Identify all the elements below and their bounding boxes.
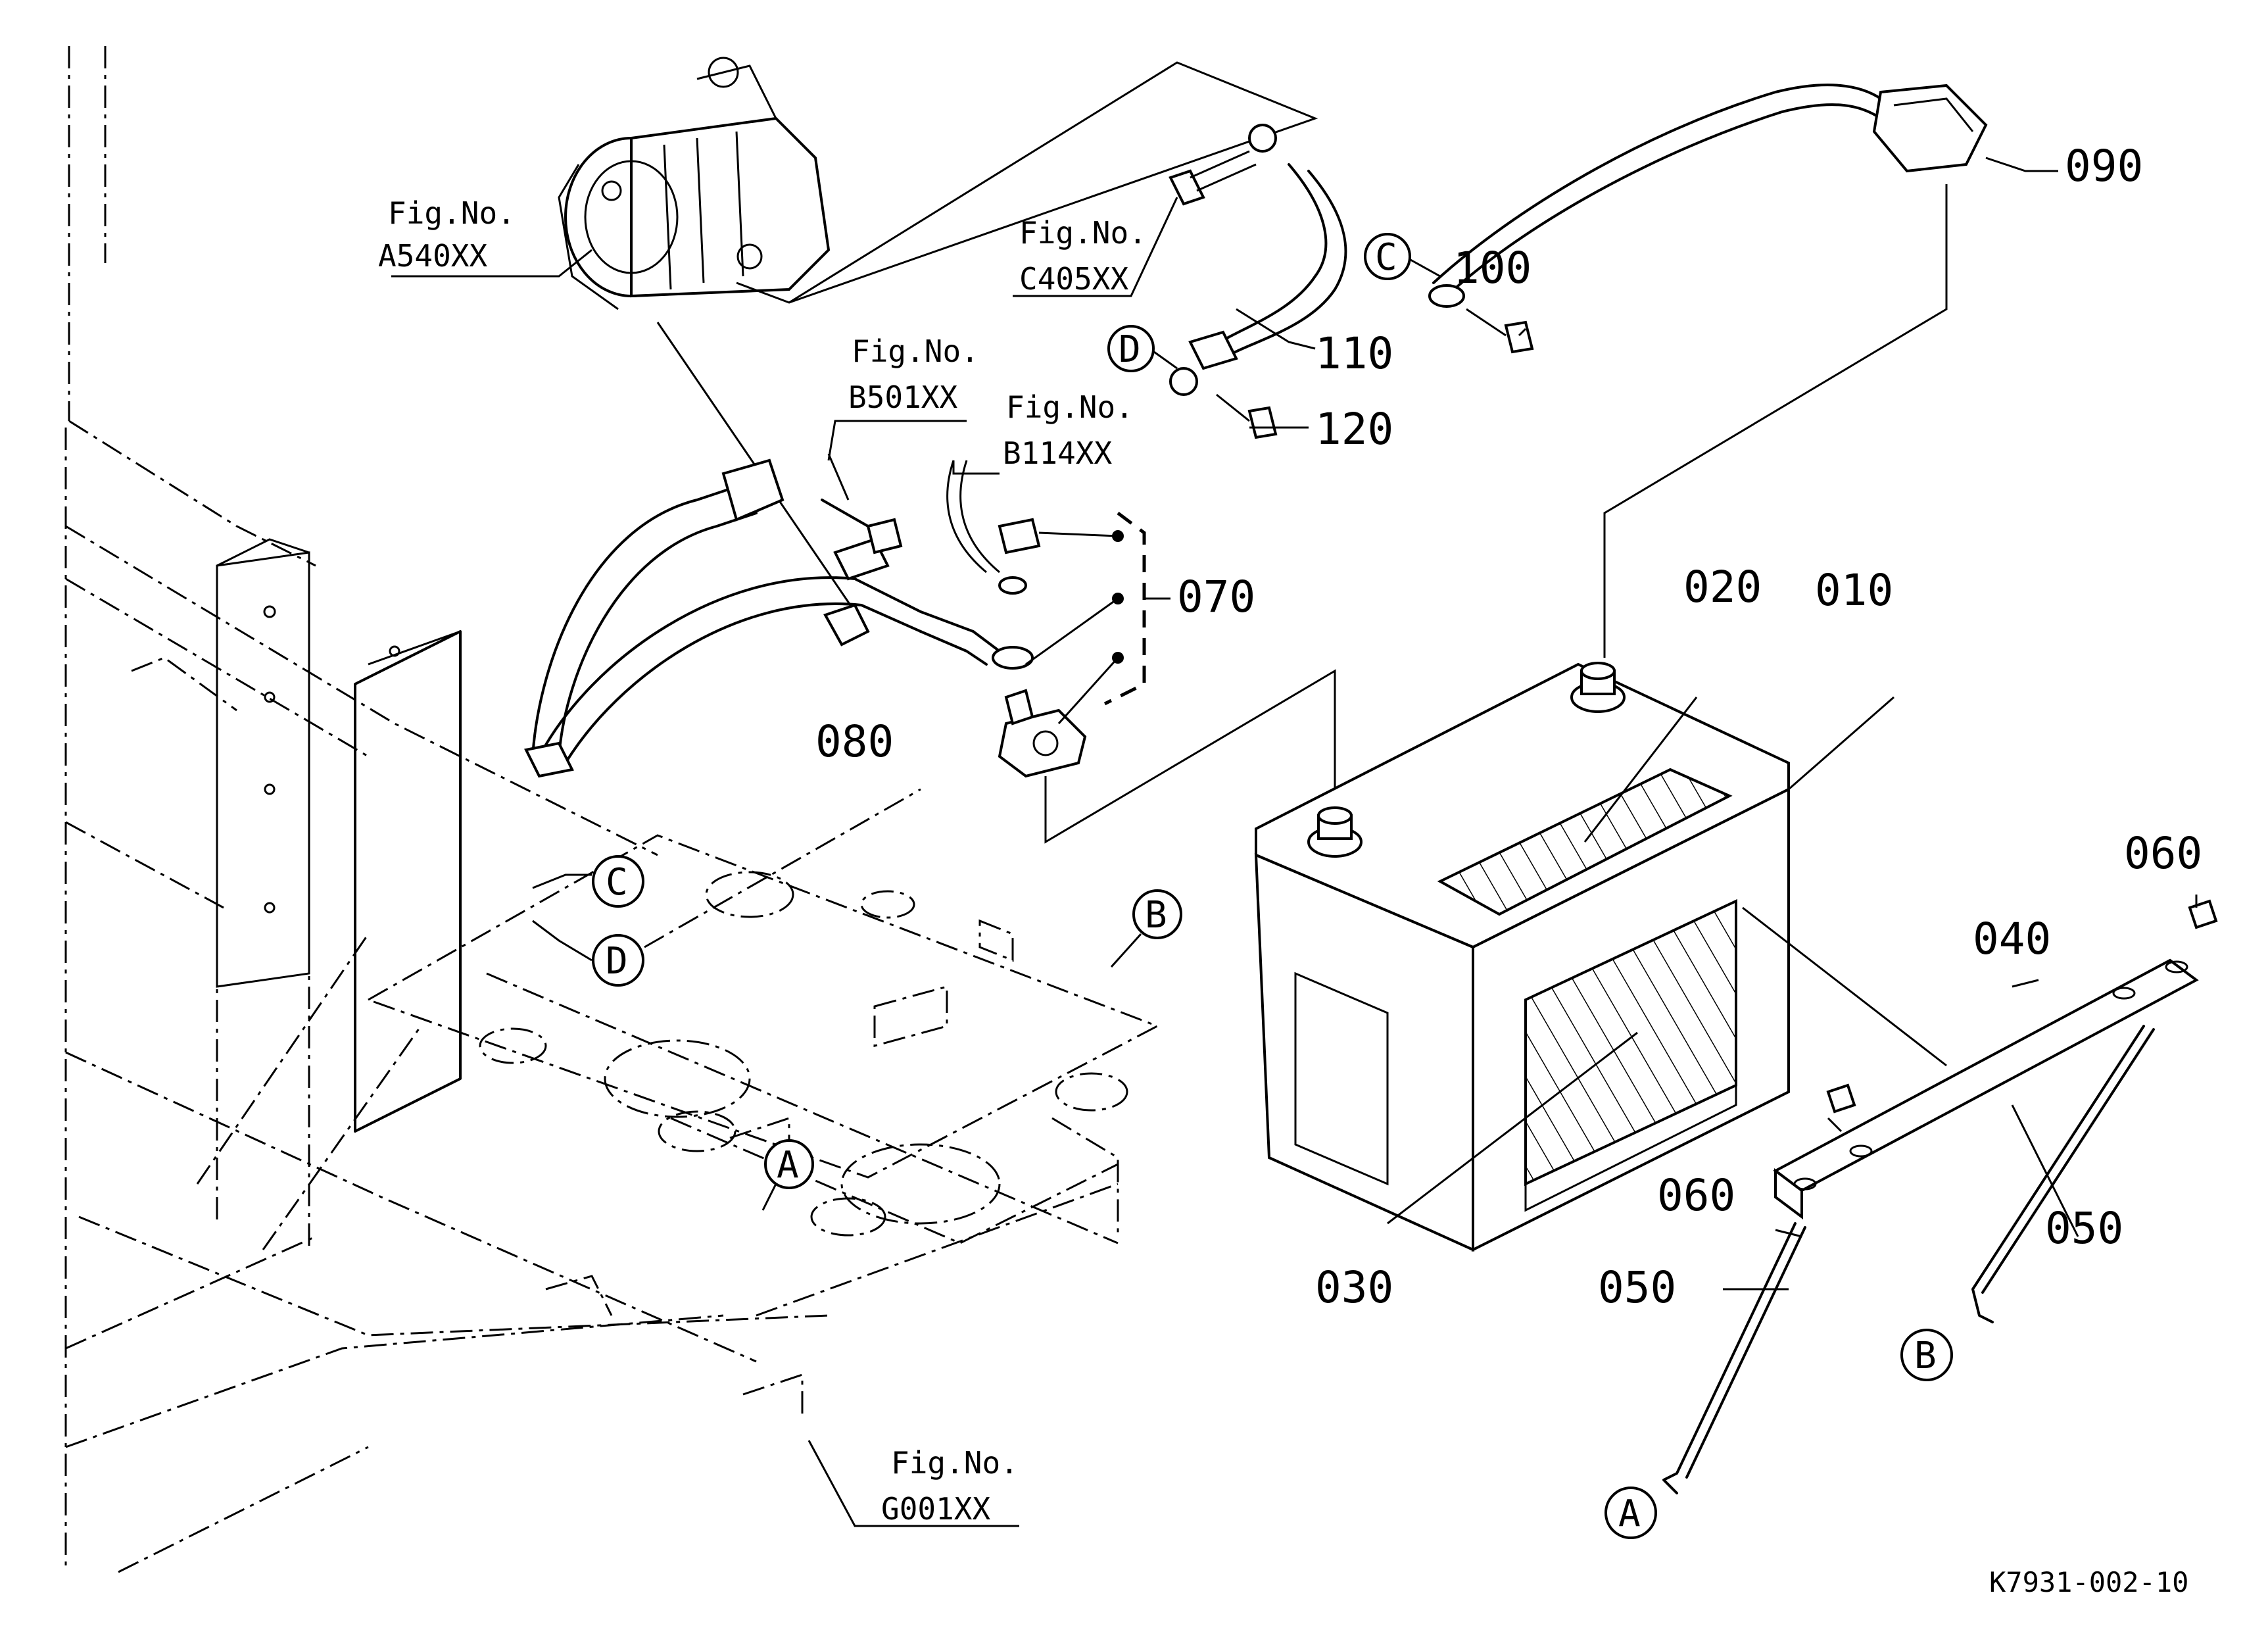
fig-g001-code: G001XX (881, 1491, 990, 1527)
fig-c405-prefix: Fig.No. (1019, 215, 1147, 251)
bolt-c405 (1169, 150, 1257, 206)
letter-d-top: D (1119, 328, 1141, 371)
label-060-right: 060 (2124, 828, 2202, 879)
bolt-100 (1466, 308, 1534, 354)
label-120: 120 (1315, 404, 1393, 455)
fig-b501-code: B501XX (848, 380, 957, 415)
figure-references: Fig.No. A540XX Fig.No. C405XX Fig.No. B5… (378, 195, 1147, 1527)
fig-a540-code: A540XX (378, 238, 487, 274)
part-number-labels: 010 020 030 040 050 050 060 060 070 080 … (815, 141, 2202, 1313)
fig-b501-prefix: Fig.No. (852, 333, 979, 369)
battery-terminal-clamp (998, 689, 1087, 778)
label-030: 030 (1315, 1262, 1393, 1313)
bracket-070 (1025, 512, 1146, 725)
label-010: 010 (1815, 565, 1893, 616)
fig-b114-code: B114XX (1003, 435, 1112, 471)
square-nut (998, 518, 1041, 595)
bolt-120 (1216, 393, 1278, 439)
leader-alternator-cable (736, 61, 1318, 304)
wire-b114-b (959, 460, 1000, 574)
callout-circles (532, 233, 1953, 1539)
label-090: 090 (2065, 141, 2143, 191)
label-080: 080 (815, 716, 894, 767)
label-070: 070 (1177, 572, 1255, 622)
tractor-frame (64, 46, 1160, 1573)
label-110: 110 (1315, 328, 1393, 379)
leader-battery-040 (1742, 906, 1947, 1067)
wire-harness (524, 458, 1034, 778)
rod-050-right (1971, 1025, 2155, 1323)
letter-a-frame: A (777, 1144, 799, 1187)
fig-g001-prefix: Fig.No. (891, 1445, 1019, 1481)
leader-090-to-battery (1603, 184, 1948, 658)
leader-lines (391, 157, 2198, 1527)
label-060-left: 060 (1657, 1170, 1735, 1221)
nut-080 (823, 603, 870, 647)
fig-b114-prefix: Fig.No. (1006, 389, 1134, 425)
letter-a-rod: A (1618, 1492, 1641, 1535)
fig-c405-code: C405XX (1019, 261, 1128, 297)
letter-d-frame: D (606, 940, 628, 983)
letter-b-rod: B (1914, 1335, 1937, 1377)
leader-terminal-to-battery (1044, 669, 1336, 844)
letter-c-top: C (1375, 236, 1397, 279)
label-100: 100 (1453, 243, 1532, 293)
alternator (558, 57, 831, 310)
label-040: 040 (1973, 914, 2051, 964)
diagram-code: K7931-002-10 (1989, 1566, 2188, 1598)
letter-b-frame: B (1145, 894, 1167, 937)
letter-c-frame: C (606, 861, 628, 904)
label-020: 020 (1683, 562, 1762, 612)
label-050-right: 050 (2045, 1203, 2123, 1254)
cable-090 (1428, 84, 1988, 308)
hold-down-bar-040 (1773, 899, 2218, 1219)
cable-110 (1169, 124, 1347, 396)
wire-b114 (946, 460, 987, 574)
rod-050-left (1662, 1222, 1806, 1494)
label-050-left: 050 (1598, 1262, 1676, 1313)
wire-b501 (827, 453, 850, 501)
callout-letters: C D C D B A B A (606, 236, 1937, 1535)
fig-a540-prefix: Fig.No. (388, 195, 516, 231)
